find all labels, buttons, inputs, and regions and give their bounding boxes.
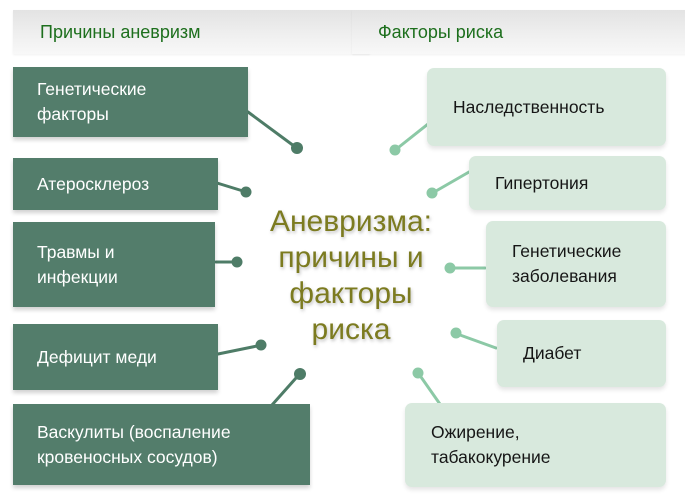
cause-label: Генетические факторы: [37, 79, 147, 124]
connector-dot: [291, 142, 303, 154]
risk-label: Диабет: [523, 343, 582, 364]
risk-label: Ожирение, табакокурение: [431, 422, 551, 467]
risk-label: Наследственность: [453, 96, 605, 117]
connector-line: [215, 181, 245, 193]
cause-box-vasculitis: Васкулиты (воспаление кровеносных сосудо…: [13, 404, 310, 485]
cause-label: Васкулиты (воспаление кровеносных сосудо…: [37, 421, 231, 467]
risk-box-genetic-diseases: Генетические заболевания: [486, 221, 666, 307]
cause-label: Дефицит меди: [37, 346, 157, 367]
cause-label: Атеросклероз: [37, 173, 150, 194]
header-causes-label: Причины аневризм: [40, 21, 201, 42]
header-risk-factors-label: Факторы риска: [378, 21, 504, 42]
connector-dot: [231, 256, 243, 268]
risk-box-hypertension: Гипертония: [469, 156, 666, 210]
cause-box-genetic-factors: Генетические факторы: [13, 67, 248, 137]
risk-box-obesity-smoking: Ожирение, табакокурение: [405, 403, 666, 487]
cause-box-atherosclerosis: Атеросклероз: [13, 158, 218, 210]
risk-box-heredity: Наследственность: [427, 68, 666, 146]
cause-box-trauma-infections: Травмы и инфекции: [13, 222, 215, 307]
risk-label: Гипертония: [495, 172, 589, 193]
connector-line: [246, 110, 296, 148]
cause-label: Травмы и инфекции: [37, 241, 118, 287]
connector-line: [270, 376, 298, 407]
risk-label: Генетические заболевания: [512, 241, 622, 286]
connector-dot: [294, 368, 306, 380]
diagram-title: Аневризма: причины и факторы риска: [269, 205, 433, 346]
connector-line: [434, 170, 471, 193]
connector-dot: [412, 367, 424, 379]
connector-dot: [426, 187, 438, 199]
header-causes: Причины аневризм: [13, 10, 370, 54]
connector-line: [397, 122, 430, 149]
connector-dot: [240, 186, 252, 198]
risk-box-diabetes: Диабет: [497, 320, 666, 387]
connector-line: [458, 333, 498, 350]
header-risk-factors: Факторы риска: [352, 10, 685, 54]
cause-box-copper-deficiency: Дефицит меди: [13, 324, 218, 390]
connector-dot: [389, 144, 401, 156]
